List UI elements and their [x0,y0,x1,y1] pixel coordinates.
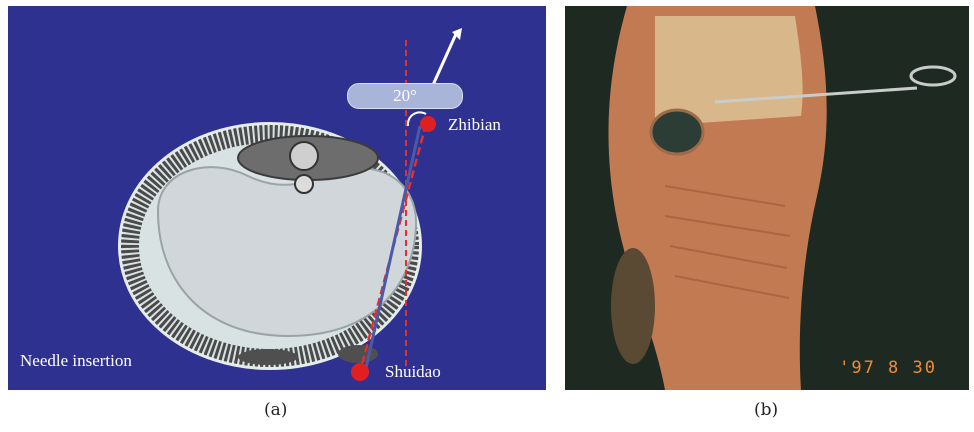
lower-muscle-left [238,349,298,365]
needle-insertion-label: Needle insertion [20,351,132,371]
shuidao-label: Shuidao [385,362,441,382]
specimen-photo: '97 8 30 [565,6,969,390]
caption-a: (a) [264,400,287,420]
caption-b: (b) [754,400,778,420]
date-stamp: '97 8 30 [839,358,937,378]
angle-badge: 20° [347,83,463,109]
shuidao-point [351,363,369,381]
specimen-cavity [651,110,703,154]
cross-section-diagram: 20° Zhibian Shuidao Needle insertion [8,6,546,390]
zhibian-point [420,116,436,132]
specimen-drawing [565,6,969,390]
cross-section-drawing [8,6,546,390]
specimen-lower-organ [611,248,655,364]
zhibian-label: Zhibian [448,115,501,135]
